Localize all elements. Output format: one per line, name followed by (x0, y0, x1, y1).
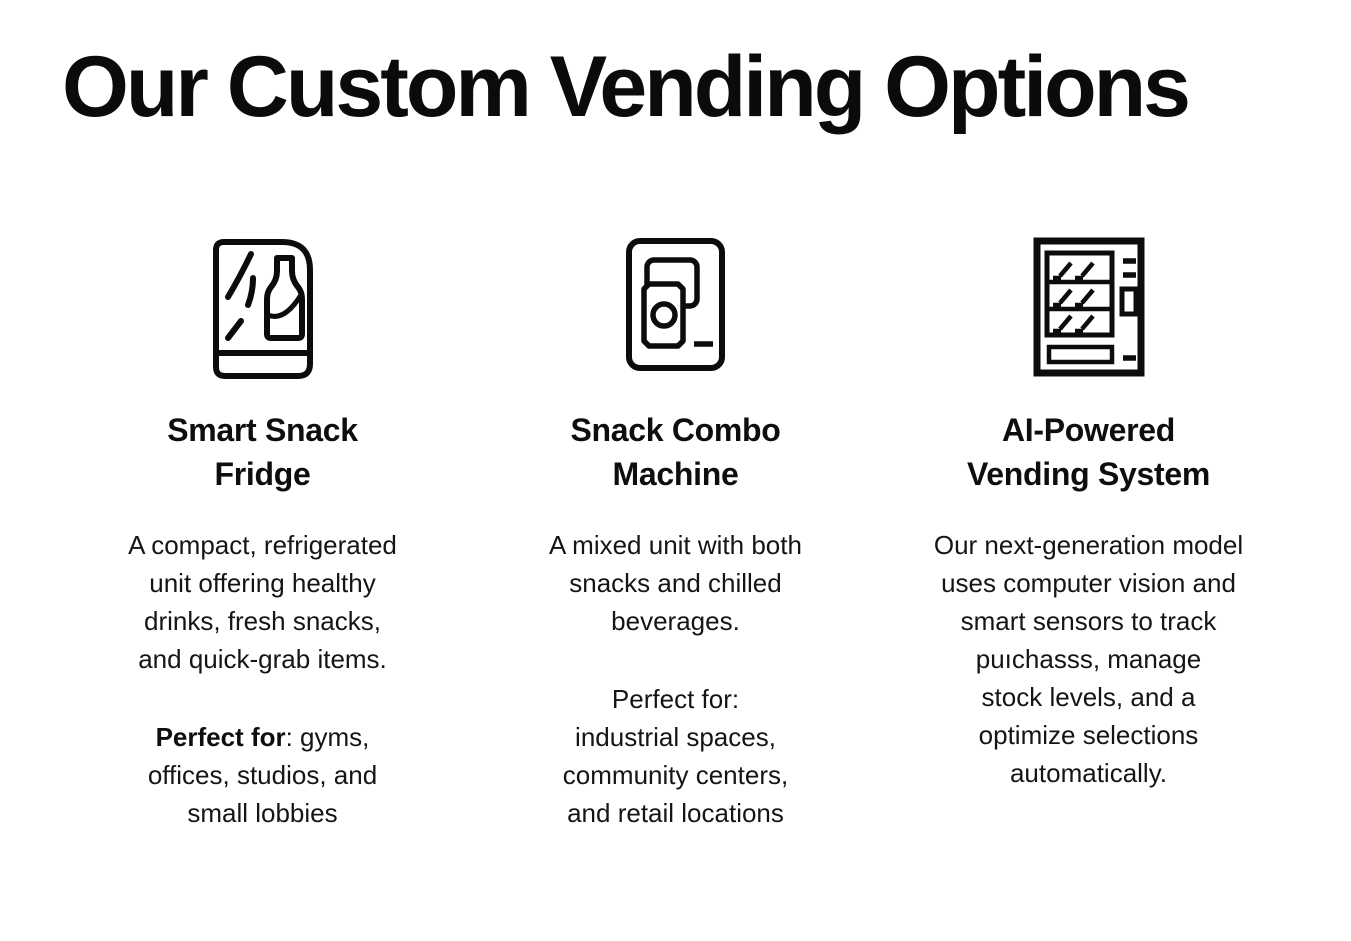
perfect-for-text: Perfect for: industrial spaces, communit… (562, 683, 789, 828)
perfect-for-detail: : gyms, offices, studios, and small lobb… (147, 721, 378, 828)
card-description: A compact, refrigerated unit offering he… (128, 529, 397, 674)
card-title: Smart Snack Fridge (167, 411, 358, 492)
page-title: Our Custom Vending Options (62, 39, 1191, 135)
card-smart-snack-fridge: Smart Snack Fridge A compact, refrigerat… (56, 237, 469, 832)
perfect-for-text: Perfect for: gyms, offices, studios, and… (148, 718, 377, 832)
card-title: Snack Combo Machine (570, 411, 781, 492)
card-title: AI-Powered Vending System (967, 411, 1210, 492)
smart-snack-fridge-icon (211, 237, 315, 379)
snack-combo-machine-icon (625, 237, 726, 379)
perfect-for-label: Perfect for (155, 721, 286, 752)
card-snack-combo-machine: Snack Combo Machine A mixed unit with bo… (469, 237, 882, 832)
vending-options-cards: Smart Snack Fridge A compact, refrigerat… (0, 237, 1351, 832)
card-ai-powered-vending: AI-Powered Vending System Our next-gener… (882, 237, 1295, 832)
card-description: Our next-generation model uses computer … (933, 529, 1244, 788)
ai-powered-vending-icon (1033, 237, 1145, 379)
card-description: A mixed unit with both snacks and chille… (549, 529, 802, 636)
